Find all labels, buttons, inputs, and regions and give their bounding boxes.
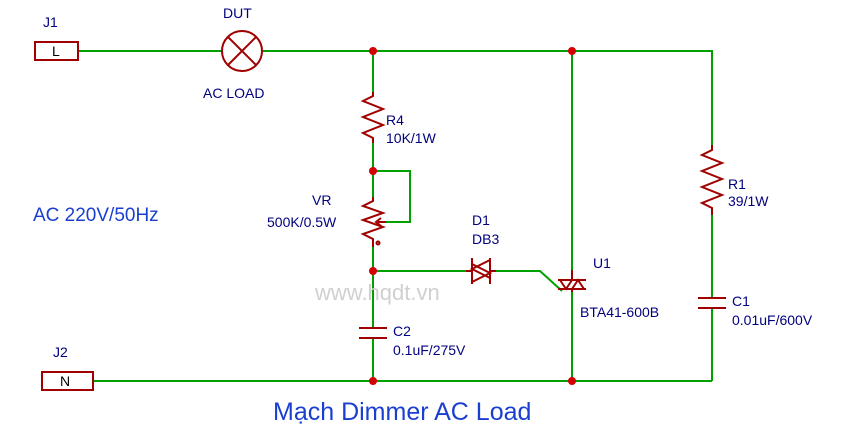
supply-note: AC 220V/50Hz <box>33 205 159 226</box>
resistor-r1: R1 39/1W <box>699 145 769 215</box>
diagram-title: Mạch Dimmer AC Load <box>273 398 531 426</box>
junction-dot <box>369 377 377 385</box>
junction-dot <box>369 167 377 175</box>
lamp-value: AC LOAD <box>203 85 264 101</box>
junction-dot <box>568 377 576 385</box>
resistor-r4-value: 10K/1W <box>386 130 437 146</box>
capacitor-c1-ref: C1 <box>732 293 750 309</box>
lamp-icon <box>221 30 263 72</box>
triac-u1: U1 BTA41-600B <box>558 255 659 320</box>
connector-j1-pin: L <box>52 43 60 59</box>
capacitor-c2: C2 0.1uF/275V <box>359 323 466 358</box>
potentiometer-vr: VR 500K/0.5W <box>267 192 387 247</box>
diac-triangle-right <box>471 263 493 283</box>
wire-vr-wiper <box>373 170 411 223</box>
resistor-r4: R4 10K/1W <box>360 92 437 146</box>
wires <box>78 50 713 382</box>
wire-diac-gate <box>496 270 563 292</box>
connector-j2: N J2 <box>41 344 94 391</box>
connector-j2-pin: N <box>60 373 70 389</box>
capacitor-c2-ref: C2 <box>393 323 411 339</box>
diac-d1-ref: D1 <box>472 212 490 228</box>
connector-j1: L J1 <box>34 14 79 61</box>
triac-u1-value: BTA41-600B <box>580 304 659 320</box>
lamp-cross <box>227 36 257 66</box>
junctions <box>369 47 576 385</box>
junction-dot <box>568 47 576 55</box>
junction-dot <box>369 47 377 55</box>
resistor-r4-ref: R4 <box>386 112 404 128</box>
lamp-ref: DUT <box>223 5 252 21</box>
diac-d1: D1 DB3 <box>466 212 499 284</box>
resistor-r1-ref: R1 <box>728 176 746 192</box>
connector-j1-body <box>34 41 79 61</box>
capacitor-c1-value: 0.01uF/600V <box>732 312 813 328</box>
connector-j2-body <box>41 371 94 391</box>
potentiometer-wiper-arrow <box>374 217 386 227</box>
potentiometer-vr-body <box>359 197 387 247</box>
wire-top-rail <box>262 50 713 145</box>
resistor-r4-body <box>360 92 386 143</box>
triac-triangle-left <box>558 279 574 291</box>
triac-triangle-right <box>570 278 586 290</box>
connector-j2-ref: J2 <box>53 344 68 360</box>
lamp-dut: DUT AC LOAD <box>203 5 264 101</box>
diac-d1-value: DB3 <box>472 231 499 247</box>
resistor-r1-value: 39/1W <box>728 193 769 209</box>
connector-j1-ref: J1 <box>43 14 58 30</box>
resistor-r1-body <box>699 145 725 215</box>
junction-dot <box>369 267 377 275</box>
potentiometer-vr-ref: VR <box>312 192 331 208</box>
capacitor-c1: C1 0.01uF/600V <box>698 293 813 328</box>
triac-u1-ref: U1 <box>593 255 611 271</box>
watermark: www.hqdt.vn <box>314 280 440 305</box>
capacitor-c2-value: 0.1uF/275V <box>393 342 466 358</box>
potentiometer-vr-value: 500K/0.5W <box>267 214 337 230</box>
potentiometer-pin-dot <box>375 240 381 246</box>
